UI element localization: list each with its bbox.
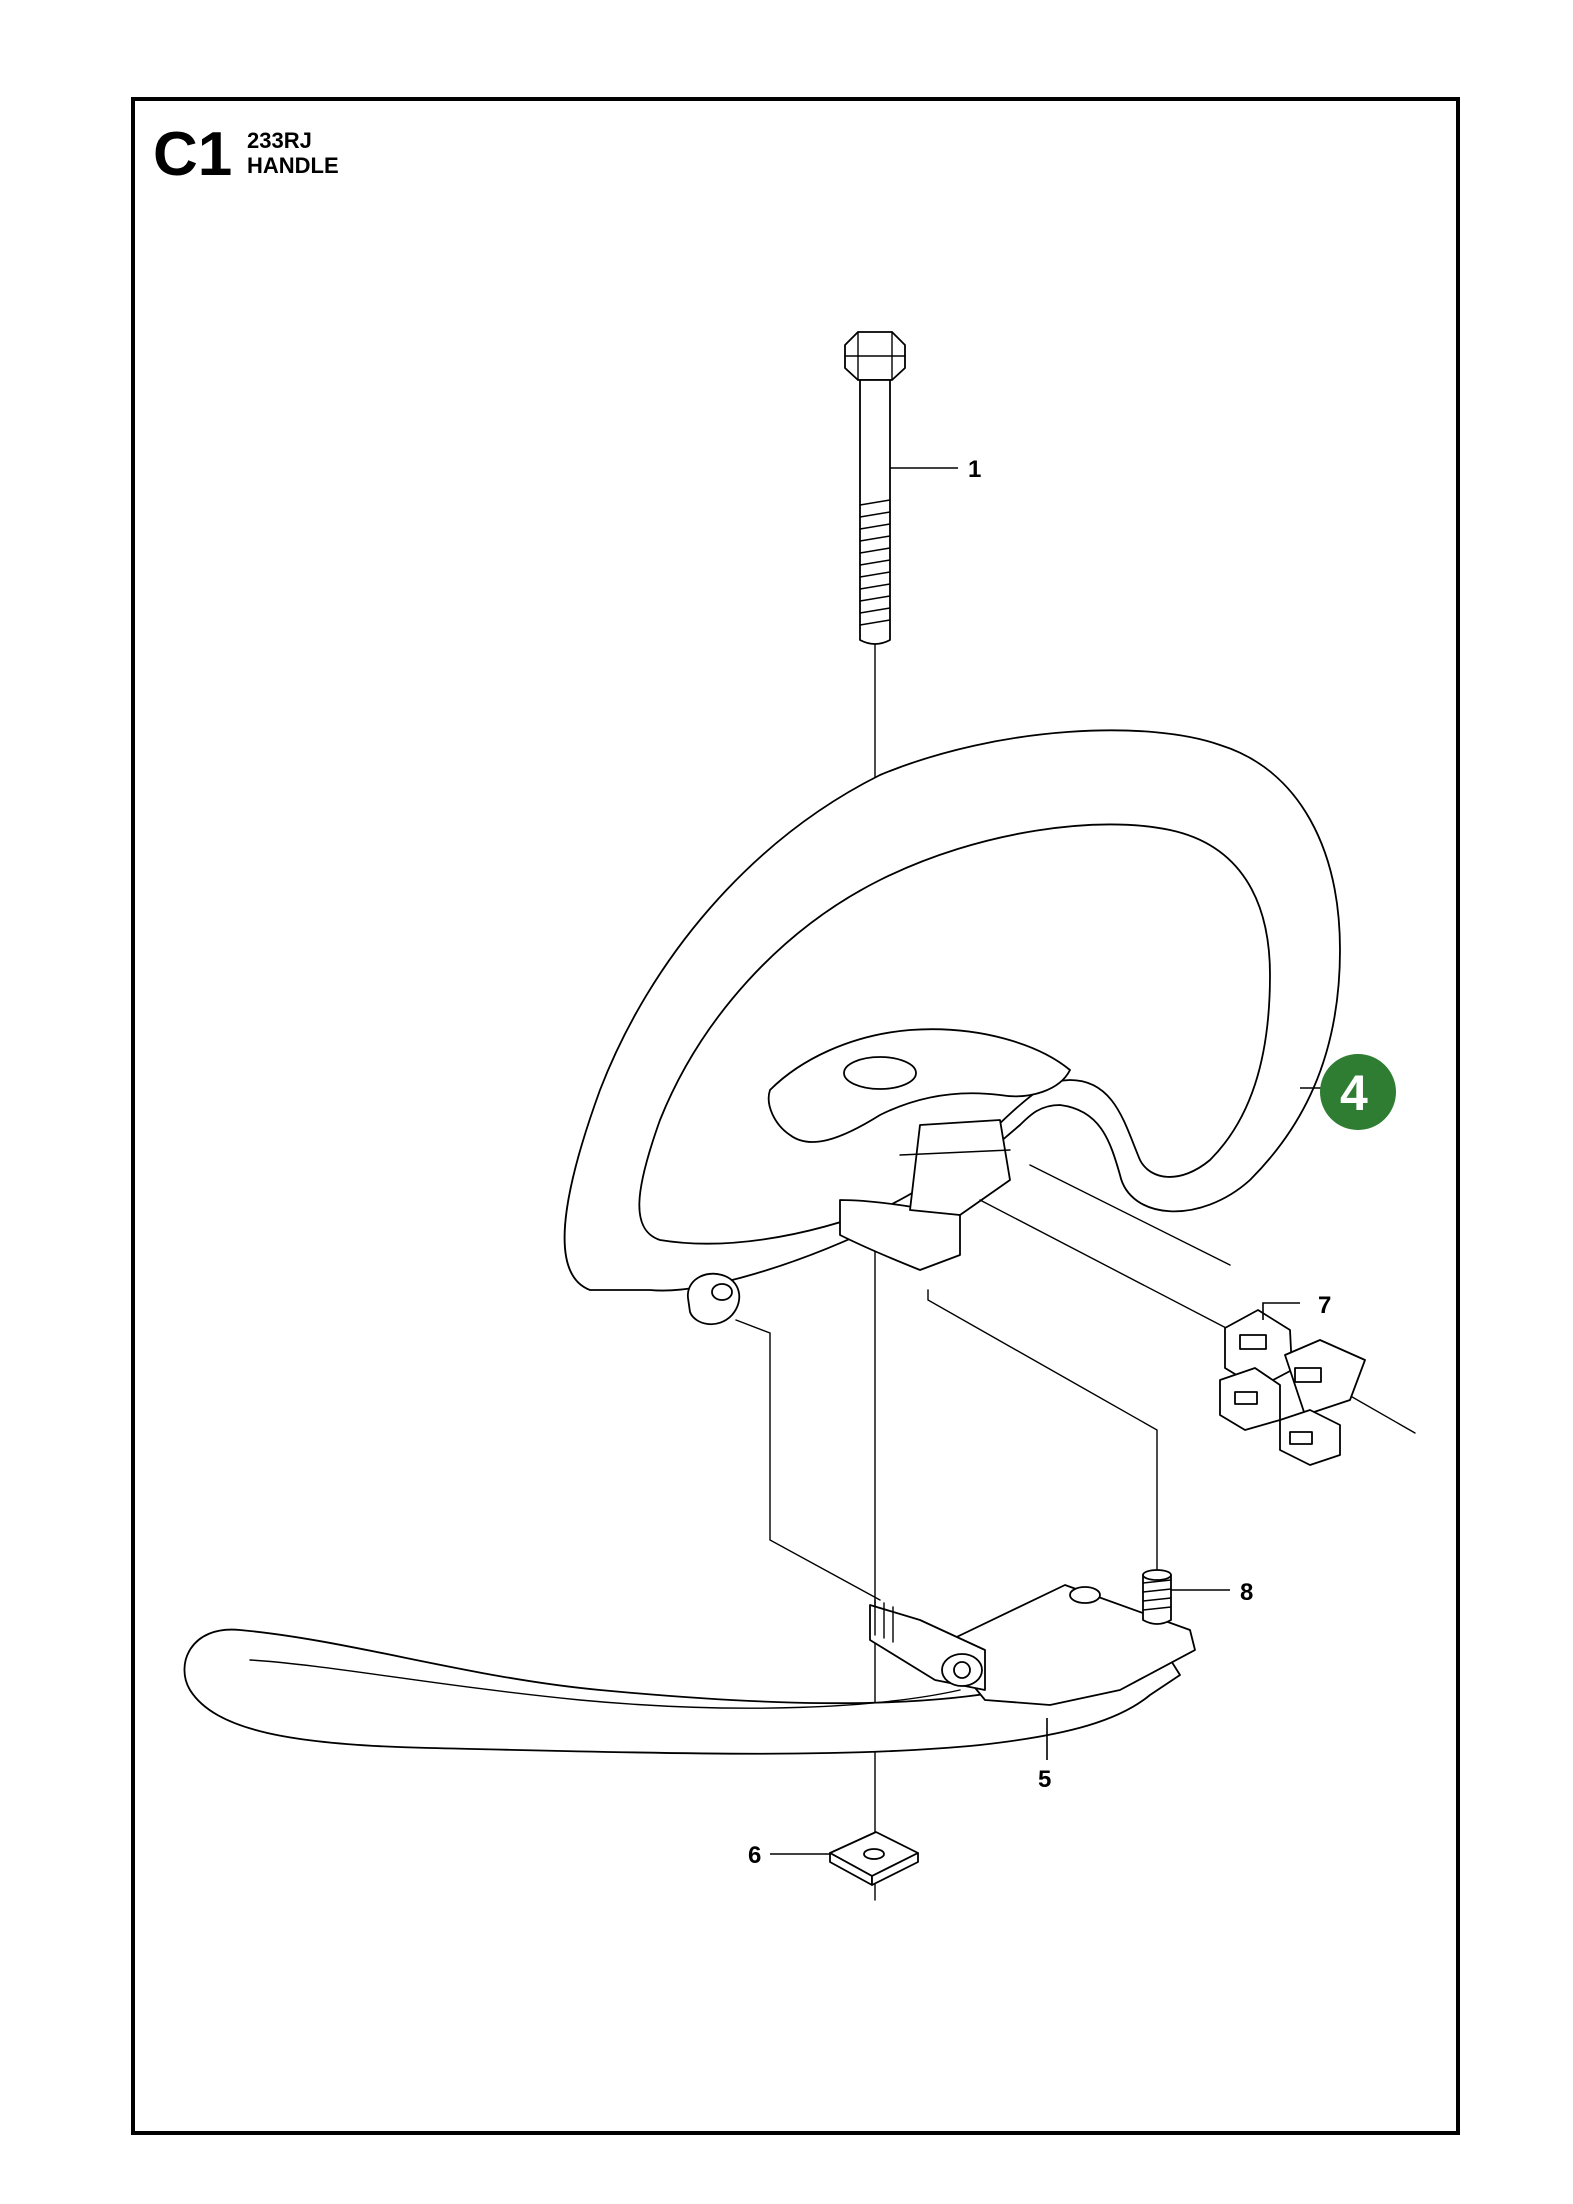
cable-clip	[1219, 1309, 1366, 1466]
callout-4-badge	[1320, 1054, 1396, 1130]
callout-6: 6	[748, 1842, 761, 1869]
hex-bolt	[844, 331, 906, 645]
callout-1: 1	[968, 456, 981, 483]
callout-7: 7	[1318, 1292, 1331, 1319]
mount-eye	[687, 1272, 741, 1325]
throttle-cable-lower	[979, 1199, 1231, 1331]
loop-handle	[563, 729, 1341, 1292]
stud-screw	[1142, 1569, 1172, 1625]
square-nut	[829, 1831, 919, 1886]
lower-clamp	[183, 1584, 1196, 1755]
page-frame	[131, 97, 1460, 2135]
model-number: 233RJ	[247, 128, 312, 153]
page-title: HANDLE	[247, 153, 339, 178]
throttle-cable-upper	[1029, 1164, 1231, 1266]
section-code: C1	[153, 120, 232, 189]
leader-7	[1262, 1302, 1300, 1320]
throttle-cable-out	[1339, 1389, 1416, 1434]
callout-8: 8	[1240, 1579, 1253, 1606]
guide-line-eye	[735, 1319, 881, 1601]
guide-line-stud	[927, 1289, 1158, 1571]
clamp-bar-inner-edge	[249, 1659, 961, 1709]
callout-4: 4	[1340, 1065, 1368, 1121]
bolt-hole	[843, 1056, 917, 1090]
clamp-plate-hole	[1069, 1586, 1101, 1604]
callout-5: 5	[1038, 1766, 1051, 1793]
bolt-thread	[859, 499, 891, 626]
